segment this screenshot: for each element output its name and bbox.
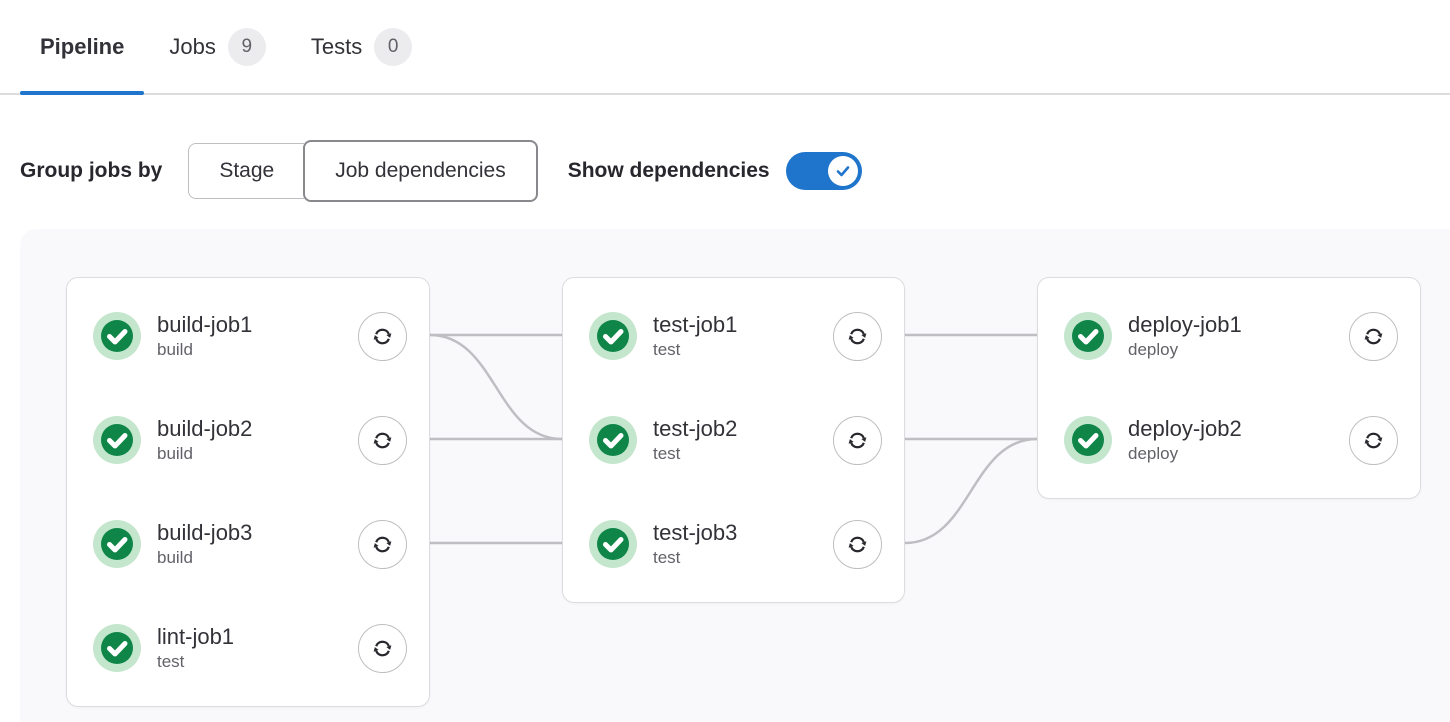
retry-job-button[interactable] xyxy=(358,311,407,361)
job-text: test-job3 test xyxy=(653,519,737,569)
job-row-lint-job1[interactable]: lint-job1 test xyxy=(67,596,429,700)
retry-icon xyxy=(1360,323,1387,350)
tab-jobs[interactable]: Jobs 9 xyxy=(149,0,285,93)
job-stage: test xyxy=(157,651,185,671)
job-text: lint-job1 test xyxy=(157,623,234,673)
job-stage: deploy xyxy=(1128,443,1179,463)
job-name: build-job3 xyxy=(157,520,253,546)
job-row-build-job1[interactable]: build-job1 build xyxy=(67,284,429,388)
job-row-test-job2[interactable]: test-job2 test xyxy=(563,388,904,492)
tab-jobs-label: Jobs xyxy=(169,33,216,59)
retry-job-button[interactable] xyxy=(358,415,407,465)
retry-icon xyxy=(369,427,396,454)
job-text: test-job1 test xyxy=(653,311,737,361)
job-card-column-1: build-job1 build build-job2 buil xyxy=(66,277,430,707)
job-name: lint-job1 xyxy=(157,624,235,650)
retry-job-button[interactable] xyxy=(1349,415,1398,465)
retry-job-button[interactable] xyxy=(358,519,407,569)
tests-count-badge: 0 xyxy=(374,27,413,66)
job-stage: build xyxy=(157,547,193,567)
retry-job-button[interactable] xyxy=(833,415,882,465)
dependency-link-test-job3-to-deploy-job2 xyxy=(904,437,1038,545)
retry-icon xyxy=(844,531,871,558)
job-text: build-job1 build xyxy=(157,311,252,361)
job-name: deploy-job2 xyxy=(1128,416,1242,442)
job-row-deploy-job2[interactable]: deploy-job2 deploy xyxy=(1038,388,1420,492)
retry-job-button[interactable] xyxy=(833,311,882,361)
tab-pipeline[interactable]: Pipeline xyxy=(20,0,145,95)
job-card-column-3: deploy-job1 deploy deploy-job2 d xyxy=(1037,277,1421,499)
job-name: deploy-job1 xyxy=(1128,312,1242,338)
job-stage: build xyxy=(157,443,193,463)
job-row-test-job1[interactable]: test-job1 test xyxy=(563,284,904,388)
retry-icon xyxy=(369,531,396,558)
jobs-count-badge: 9 xyxy=(227,27,266,66)
tab-pipeline-label: Pipeline xyxy=(40,33,125,59)
status-success-icon xyxy=(93,520,141,568)
status-success-icon xyxy=(589,312,637,360)
job-stage: deploy xyxy=(1128,339,1179,359)
job-text: build-job2 build xyxy=(157,415,252,465)
status-success-icon xyxy=(93,312,141,360)
job-name: build-job1 xyxy=(157,312,253,338)
job-stage: build xyxy=(157,339,193,359)
job-name: build-job2 xyxy=(157,416,253,442)
status-success-icon xyxy=(589,520,637,568)
tab-tests-label: Tests xyxy=(310,33,363,59)
job-text: build-job3 build xyxy=(157,519,252,569)
group-jobs-by-label: Group jobs by xyxy=(20,159,163,182)
job-text: deploy-job2 deploy xyxy=(1128,415,1242,465)
job-row-test-job3[interactable]: test-job3 test xyxy=(563,492,904,596)
job-stage: test xyxy=(653,547,681,567)
retry-icon xyxy=(369,635,396,662)
group-jobs-segmented-control: Stage Job dependencies xyxy=(188,140,538,202)
graph-controls-row: Group jobs by Stage Job dependencies Sho… xyxy=(0,139,1450,203)
show-dependencies-toggle[interactable] xyxy=(785,152,862,190)
job-card-column-2: test-job1 test test-job2 test xyxy=(562,277,905,603)
status-success-icon xyxy=(93,624,141,672)
group-by-stage-button[interactable]: Stage xyxy=(188,143,305,199)
show-dependencies-label: Show dependencies xyxy=(567,159,770,182)
job-name: test-job3 xyxy=(653,520,738,546)
dependency-link-build-job1-to-test-job2 xyxy=(429,333,563,441)
status-success-icon xyxy=(1064,416,1112,464)
job-text: test-job2 test xyxy=(653,415,737,465)
retry-icon xyxy=(844,427,871,454)
retry-job-button[interactable] xyxy=(358,623,407,673)
group-by-job-dependencies-button[interactable]: Job dependencies xyxy=(303,140,538,202)
job-name: test-job1 xyxy=(653,312,738,338)
retry-icon xyxy=(369,323,396,350)
job-name: test-job2 xyxy=(653,416,738,442)
status-success-icon xyxy=(93,416,141,464)
retry-icon xyxy=(1360,427,1387,454)
status-success-icon xyxy=(1064,312,1112,360)
job-row-deploy-job1[interactable]: deploy-job1 deploy xyxy=(1038,284,1420,388)
retry-job-button[interactable] xyxy=(1349,311,1398,361)
job-row-build-job2[interactable]: build-job2 build xyxy=(67,388,429,492)
status-success-icon xyxy=(589,416,637,464)
toggle-check-icon xyxy=(834,162,852,180)
pipeline-tabs-bar: Pipeline Jobs 9 Tests 0 xyxy=(0,0,1450,95)
job-stage: test xyxy=(653,339,681,359)
retry-icon xyxy=(844,323,871,350)
job-row-build-job3[interactable]: build-job3 build xyxy=(67,492,429,596)
pipeline-graph-panel: build-job1 build build-job2 buil xyxy=(20,229,1450,722)
dependency-links-layer xyxy=(429,333,1038,545)
retry-job-button[interactable] xyxy=(833,519,882,569)
job-stage: test xyxy=(653,443,681,463)
job-text: deploy-job1 deploy xyxy=(1128,311,1242,361)
toggle-knob xyxy=(827,156,858,186)
tab-tests[interactable]: Tests 0 xyxy=(291,0,432,93)
